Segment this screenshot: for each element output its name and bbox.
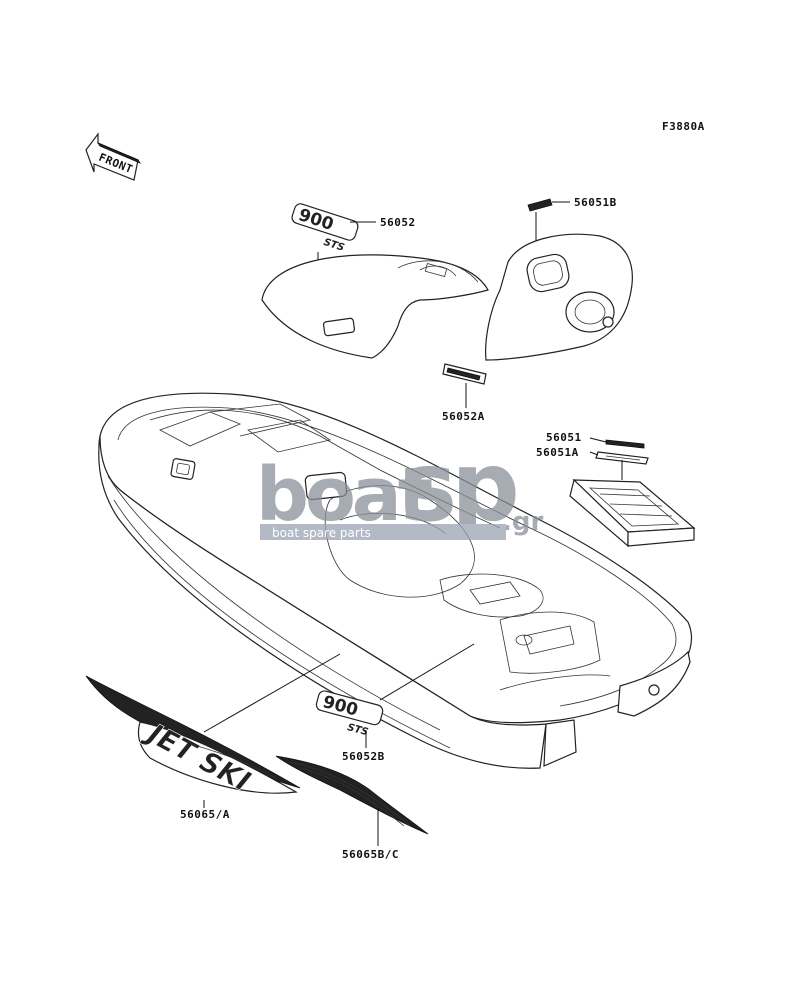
part-label-56052: 56052 (380, 216, 416, 229)
console-pod-part (485, 233, 633, 361)
decal-56052B-shape: 900 STS (315, 690, 384, 738)
front-arrow-icon: FRONT (85, 132, 142, 181)
part-label-56065BC: 56065B/C (342, 848, 399, 861)
part-label-56051: 56051 (546, 431, 582, 444)
badge-900-text: 900 (296, 205, 336, 235)
part-label-56065A: 56065/A (180, 808, 230, 821)
badge-sts-text-2: STS (346, 722, 369, 738)
part-label-56052B: 56052B (342, 750, 385, 763)
part-label-56051A: 56051A (536, 446, 579, 459)
decal-56065BC-shape (275, 755, 429, 835)
part-label-56052A: 56052A (442, 410, 485, 423)
hull-deck-part (98, 392, 693, 724)
watermark-logo: boat sp .gr boat spare parts (256, 431, 543, 543)
watermark-tld: .gr (502, 507, 543, 537)
part-label-56051B: 56051B (574, 196, 617, 209)
decal-56051-shape (605, 439, 645, 449)
watermark-band (260, 524, 506, 540)
diagram-code: F3880A (662, 120, 705, 133)
engine-cover-part (569, 478, 696, 548)
badge-sts-text: STS (322, 237, 346, 254)
watermark-brand-left: boat (256, 452, 432, 538)
hull-lower-part (98, 435, 691, 769)
decal-56052A-shape (442, 363, 487, 385)
decal-56051A-shape (595, 451, 649, 465)
watermark-tagline: boat spare parts (272, 526, 371, 540)
decal-56052-shape: 900 STS (291, 203, 359, 254)
decal-56051B-shape (527, 198, 553, 212)
decal-56065A-shape: JET SKI (85, 675, 301, 798)
seat-cover-part (261, 254, 489, 359)
